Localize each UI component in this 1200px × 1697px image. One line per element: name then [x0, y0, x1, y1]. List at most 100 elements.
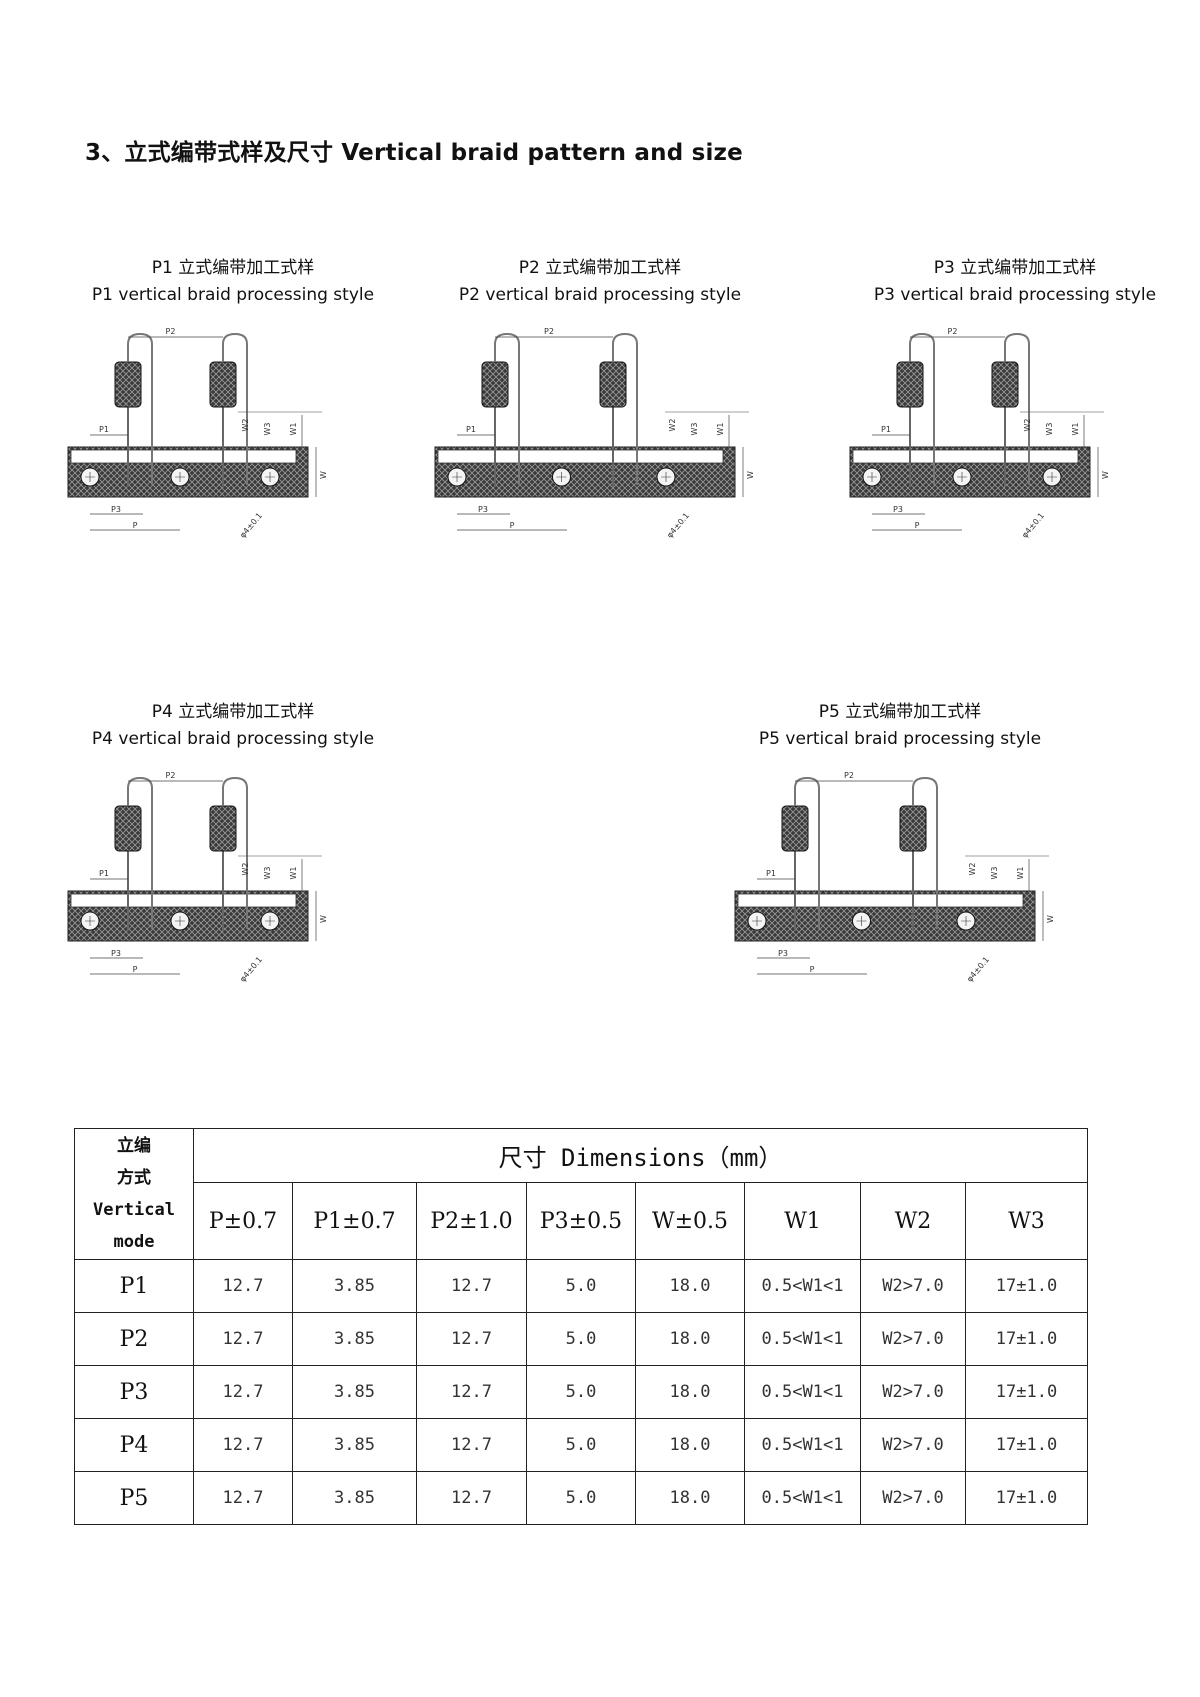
component-bent-lead	[127, 776, 153, 929]
hole-diameter-label: φ4±0.1	[665, 511, 691, 540]
table-cell: 0.5<W1<1	[744, 1259, 861, 1313]
w2-label: W2	[241, 419, 250, 432]
resistor-body	[896, 361, 924, 408]
w2-label: W2	[241, 863, 250, 876]
component-bent-lead	[794, 776, 820, 929]
mode-header-line: 方式	[117, 1168, 151, 1188]
table-cell: W2>7.0	[860, 1471, 966, 1525]
w-label: W	[1046, 915, 1055, 923]
resistor-body	[114, 361, 142, 408]
table-cell: W2>7.0	[860, 1418, 966, 1472]
table-cell: 12.7	[416, 1471, 527, 1525]
w1-label: W1	[289, 867, 298, 880]
table-cell: 17±1.0	[965, 1365, 1088, 1419]
panel-p5: P5 立式编带加工式样 P5 vertical braid processing…	[730, 697, 1070, 1017]
component-bent-lead	[222, 332, 248, 485]
hole-crosshair	[175, 472, 185, 482]
table-cell: 3.85	[292, 1259, 417, 1313]
hole-crosshair	[661, 472, 671, 482]
column-header: P3±0.5	[526, 1182, 636, 1260]
table-cell: 17±1.0	[965, 1471, 1088, 1525]
p1-label: P1	[466, 425, 476, 434]
table-row: P2 12.7 3.85 12.7 5.0 18.0 0.5<W1<1 W2>7…	[74, 1312, 1088, 1366]
hole-crosshair	[556, 472, 567, 482]
hole-diameter-label: φ4±0.1	[1020, 511, 1046, 540]
table-cell: 0.5<W1<1	[744, 1365, 861, 1419]
w-label: W	[319, 915, 328, 923]
hole-diameter-label: φ4±0.1	[965, 955, 991, 984]
column-header: P2±1.0	[416, 1182, 527, 1260]
component-bent-lead	[909, 332, 935, 485]
w2-label: W2	[668, 419, 677, 432]
row-mode: P2	[74, 1312, 194, 1366]
dimensions-header: 尺寸 Dimensions（mm）	[193, 1128, 1088, 1183]
table-row: P1 12.7 3.85 12.7 5.0 18.0 0.5<W1<1 W2>7…	[74, 1259, 1088, 1313]
p1-label: P1	[99, 869, 109, 878]
adhesive-strip	[70, 449, 297, 464]
table-cell: 12.7	[193, 1471, 293, 1525]
w3-label: W3	[1045, 423, 1054, 436]
adhesive-strip	[737, 893, 1024, 908]
p-label: P	[810, 965, 815, 974]
panel-p2: P2 立式编带加工式样 P2 vertical braid processing…	[430, 253, 770, 573]
table-cell: 12.7	[416, 1312, 527, 1366]
table-cell: 17±1.0	[965, 1312, 1088, 1366]
resistor-body	[781, 805, 809, 852]
p2-label: P2	[948, 327, 958, 336]
resistor-body	[209, 805, 237, 852]
adhesive-strip	[70, 893, 297, 908]
table-cell: 18.0	[635, 1418, 745, 1472]
table-cell: 17±1.0	[965, 1418, 1088, 1472]
table-cell: 5.0	[526, 1259, 636, 1313]
hole-crosshair	[961, 916, 971, 926]
panel-caption-en: P2 vertical braid processing style	[458, 285, 742, 305]
w-label: W	[746, 471, 755, 479]
table-cell: 18.0	[635, 1312, 745, 1366]
component-bent-lead	[612, 332, 638, 485]
panel-caption-cn: P3 立式编带加工式样	[933, 258, 1097, 278]
table-cell: W2>7.0	[860, 1259, 966, 1313]
column-header: W2	[860, 1182, 966, 1260]
table-cell: 0.5<W1<1	[744, 1418, 861, 1472]
mode-header: 立编 方式 Vertical mode	[74, 1128, 194, 1260]
column-header: W1	[744, 1182, 861, 1260]
hole-crosshair	[85, 472, 95, 482]
row-mode: P3	[74, 1365, 194, 1419]
w3-label: W3	[263, 867, 272, 880]
hole-crosshair	[85, 916, 95, 926]
p2-label: P2	[166, 327, 176, 336]
hole-crosshair	[957, 472, 967, 482]
table-cell: 0.5<W1<1	[744, 1312, 861, 1366]
mode-header-line: 立编	[117, 1136, 151, 1156]
table-cell: 17±1.0	[965, 1259, 1088, 1313]
table-cell: 12.7	[193, 1312, 293, 1366]
table-row: P5 12.7 3.85 12.7 5.0 18.0 0.5<W1<1 W2>7…	[74, 1471, 1088, 1525]
table-cell: 0.5<W1<1	[744, 1471, 861, 1525]
row-mode: P4	[74, 1418, 194, 1472]
table-cell: 12.7	[416, 1418, 527, 1472]
w1-label: W1	[1016, 867, 1025, 880]
w-label: W	[1101, 471, 1110, 479]
p3-label: P3	[111, 505, 121, 514]
panel-caption-cn: P1 立式编带加工式样	[151, 258, 315, 278]
panel-caption-en: P3 vertical braid processing style	[873, 285, 1157, 305]
w3-label: W3	[690, 423, 699, 436]
p1-label: P1	[881, 425, 891, 434]
table-cell: 18.0	[635, 1365, 745, 1419]
component-bent-lead	[1004, 332, 1030, 485]
table-cell: W2>7.0	[860, 1365, 966, 1419]
table-cell: 3.85	[292, 1418, 417, 1472]
w1-label: W1	[1071, 423, 1080, 436]
row-mode: P1	[74, 1259, 194, 1313]
w1-label: W1	[289, 423, 298, 436]
p2-label: P2	[844, 771, 854, 780]
table-cell: 5.0	[526, 1418, 636, 1472]
panel-caption-cn: P5 立式编带加工式样	[818, 702, 982, 722]
component-bent-lead	[912, 776, 938, 929]
adhesive-strip	[437, 449, 724, 464]
column-header: P±0.7	[193, 1182, 293, 1260]
